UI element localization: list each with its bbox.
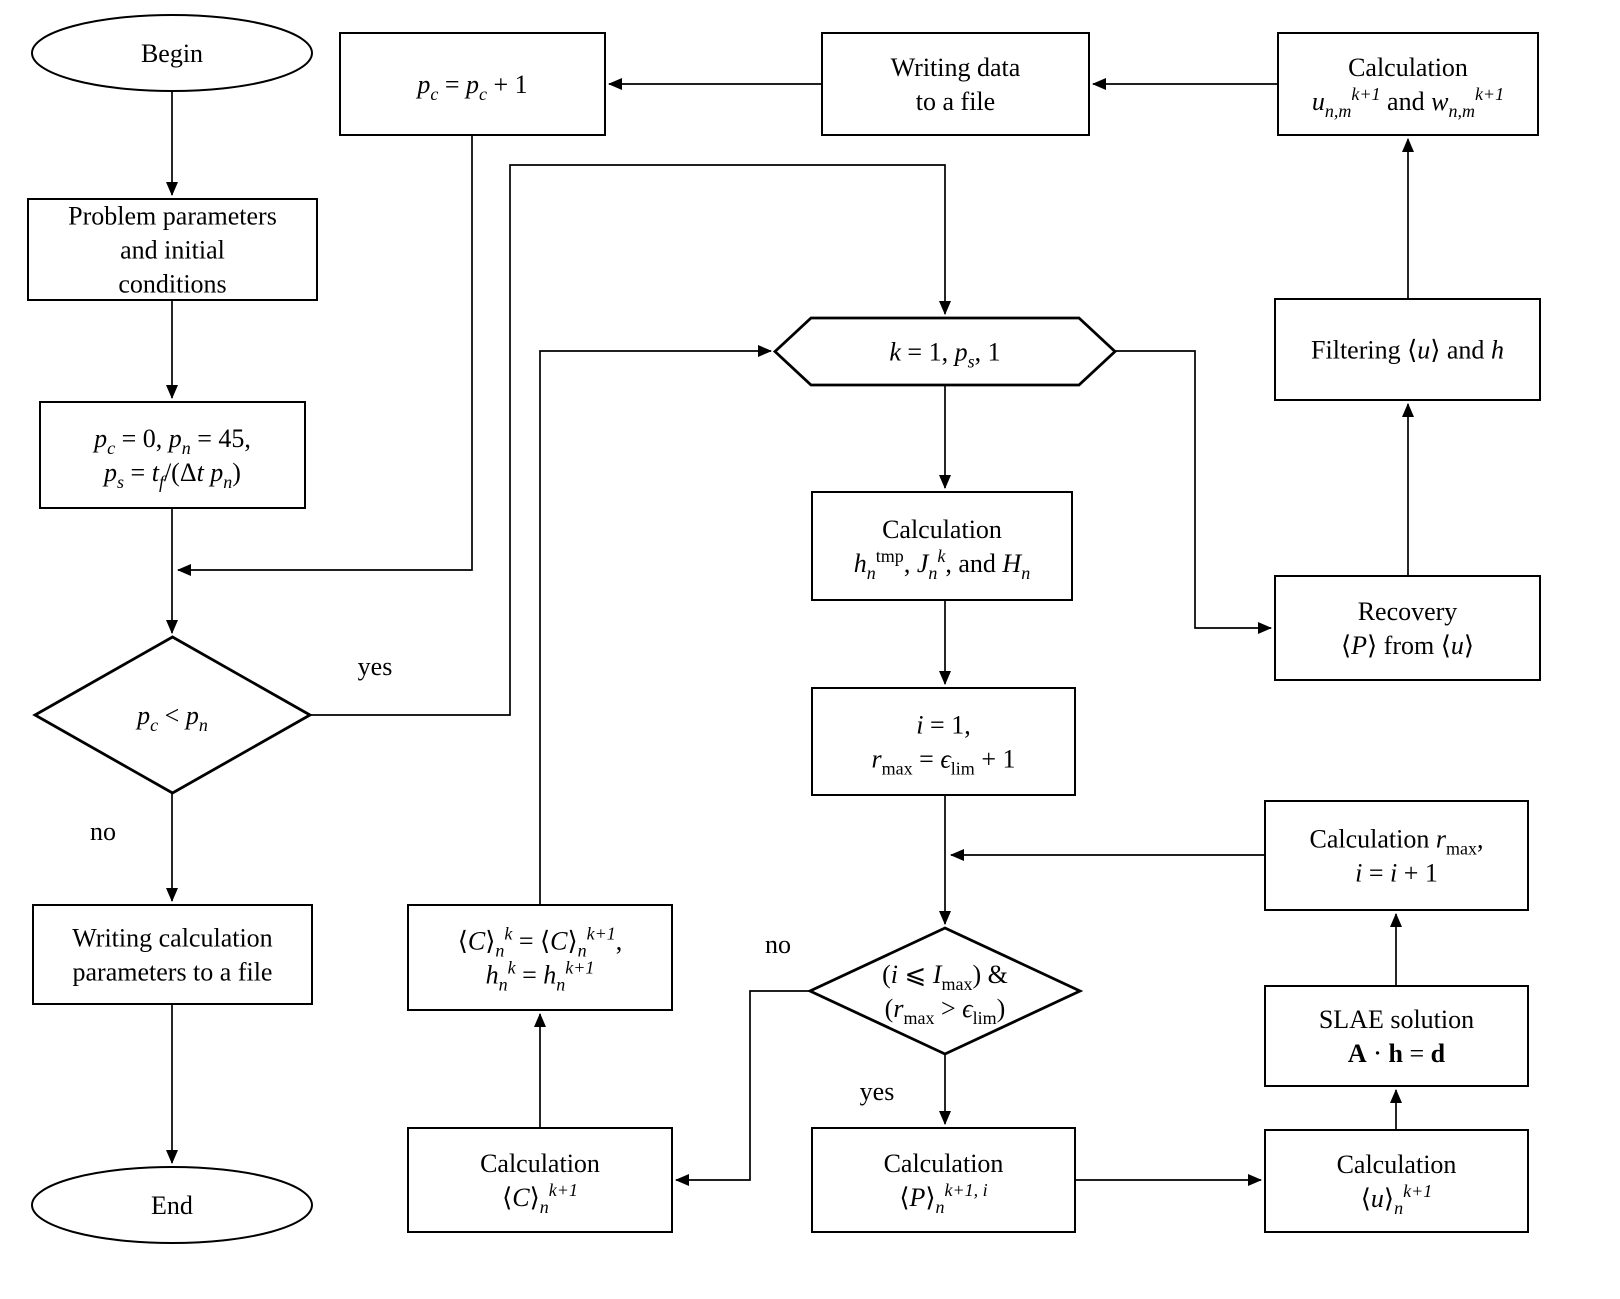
node-pc-increment: pc = pc + 1 [339, 32, 606, 136]
node-k-loop: k = 1, ps, 1 [772, 316, 1118, 387]
slae-solution-text-line-2: A ⋅ h = d [1348, 1039, 1446, 1068]
calc-u-text-line-1: Calculation [1337, 1150, 1457, 1179]
calc-rmax-box [1264, 800, 1529, 911]
node-init-parameters: pc = 0, pn = 45,ps = tf/(Δt pn) [39, 401, 306, 509]
update-c-h-text-line-1: ⟨C⟩nk = ⟨C⟩nk+1, [458, 924, 623, 961]
node-update-c-h: ⟨C⟩nk = ⟨C⟩nk+1,hnk = hnk+1 [407, 904, 673, 1011]
iteration-check-text-line-1: (i ⩽ Imax) & [882, 960, 1008, 994]
init-iteration-box [811, 687, 1076, 796]
calc-u-text-line-2: ⟨u⟩nk+1 [1361, 1181, 1432, 1218]
label-pc-no: no [90, 817, 116, 846]
calc-uw-text-line-1: Calculation [1348, 53, 1468, 82]
writing-parameters-text-line-1: Writing calculation [72, 924, 272, 953]
calc-c-text-line-1: Calculation [480, 1149, 600, 1178]
node-iteration-check: (i ⩽ Imax) &(rmax > ϵlim) [806, 926, 1084, 1056]
init-iteration-text-line-2: rmax = ϵlim + 1 [872, 745, 1016, 779]
pc-check-text-line-1: pc < pn [135, 701, 208, 735]
calc-c-box [407, 1127, 673, 1233]
slae-solution-box [1264, 985, 1529, 1087]
node-slae-solution: SLAE solution A ⋅ h = d [1264, 985, 1529, 1087]
node-writing-parameters: Writing calculation parameters to a file [32, 904, 313, 1005]
labels-layer: yes no no yes [90, 652, 894, 1106]
k-loop-text-line-1: k = 1, ps, 1 [889, 338, 1000, 372]
edge-k-loop-to-recovery [1115, 350, 1272, 634]
calc-rmax-text-line-1: Calculation rmax, [1310, 825, 1484, 859]
edge-pc-check-yes-to-k-loop [310, 164, 951, 716]
init-parameters-box [39, 401, 306, 509]
label-pc-yes: yes [358, 652, 393, 681]
edge-check-no-to-calc-c [675, 990, 810, 1186]
node-filtering: Filtering ⟨u⟩ and h [1274, 298, 1541, 401]
problem-parameters-text-line-1: Problem parameters [68, 202, 277, 231]
node-pc-check: pc < pn [32, 635, 313, 795]
writing-parameters-text-line-2: parameters to a file [73, 958, 273, 987]
node-calc-p: Calculation⟨P⟩nk+1, i [811, 1127, 1076, 1233]
slae-solution-text-line-1: SLAE solution [1319, 1005, 1474, 1034]
calc-rmax-text-line-2: i = i + 1 [1355, 859, 1438, 888]
node-writing-data: Writing data to a file [821, 32, 1090, 136]
edge-pc-increment-merge [177, 135, 473, 576]
pc-increment-text-line-1: pc = pc + 1 [415, 70, 527, 104]
init-iteration-text-line-1: i = 1, [916, 711, 970, 740]
label-iter-yes: yes [860, 1077, 895, 1106]
k-loop-hexagon [772, 316, 1118, 387]
init-parameters-text-line-2: ps = tf/(Δt pn) [102, 458, 241, 492]
begin-ellipse [31, 14, 313, 92]
calc-h-j-H-text-line-1: Calculation [882, 515, 1002, 544]
iteration-check-text-line-2: (rmax > ϵlim) [885, 994, 1006, 1028]
calc-p-text-line-2: ⟨P⟩nk+1, i [899, 1180, 987, 1217]
node-problem-parameters: Problem parameters and initial conditions [27, 198, 318, 301]
recovery-text-line-1: Recovery [1358, 597, 1458, 626]
pc-increment-box [339, 32, 606, 136]
filtering-text-line-1: Filtering ⟨u⟩ and h [1311, 336, 1504, 365]
writing-data-box [821, 32, 1090, 136]
calc-h-j-H-box [811, 491, 1073, 601]
problem-parameters-text-line-2: and initial [120, 236, 225, 265]
calc-p-box [811, 1127, 1076, 1233]
node-end: End [31, 1166, 313, 1244]
calc-c-text-line-2: ⟨C⟩nk+1 [502, 1180, 578, 1217]
node-calc-c: Calculation⟨C⟩nk+1 [407, 1127, 673, 1233]
writing-parameters-box [32, 904, 313, 1005]
writing-data-text-line-1: Writing data [891, 53, 1021, 82]
update-c-h-text-line-2: hnk = hnk+1 [486, 958, 595, 995]
node-begin: Begin [31, 14, 313, 92]
init-parameters-text-line-1: pc = 0, pn = 45, [92, 424, 251, 458]
end-text-line-1: End [151, 1191, 193, 1220]
calc-p-text-line-1: Calculation [884, 1149, 1004, 1178]
label-iter-no: no [765, 930, 791, 959]
node-calc-u: Calculation⟨u⟩nk+1 [1264, 1129, 1529, 1233]
pc-check-diamond [32, 635, 313, 795]
writing-data-text-line-2: to a file [916, 87, 995, 116]
update-c-h-box [407, 904, 673, 1011]
problem-parameters-box [27, 198, 318, 301]
calc-uw-box [1277, 32, 1539, 136]
begin-text-line-1: Begin [141, 39, 203, 68]
edges-layer [166, 78, 1414, 1186]
iteration-check-diamond [806, 926, 1084, 1056]
recovery-text-line-2: ⟨P⟩ from ⟨u⟩ [1341, 631, 1474, 660]
calc-u-box [1264, 1129, 1529, 1233]
filtering-box [1274, 298, 1541, 401]
calc-h-j-H-text-line-2: hntmp, Jnk, and Hn [854, 546, 1030, 583]
node-init-iteration: i = 1, rmax = ϵlim + 1 [811, 687, 1076, 796]
end-ellipse [31, 1166, 313, 1244]
calc-uw-text-line-2: un,mk+1 and wn,mk+1 [1312, 84, 1504, 121]
node-recovery: Recovery ⟨P⟩ from ⟨u⟩ [1274, 575, 1541, 681]
recovery-box [1274, 575, 1541, 681]
node-calc-rmax: Calculation rmax,i = i + 1 [1264, 800, 1529, 911]
edge-update-to-k-loop [539, 345, 772, 905]
problem-parameters-text-line-3: conditions [118, 270, 226, 299]
